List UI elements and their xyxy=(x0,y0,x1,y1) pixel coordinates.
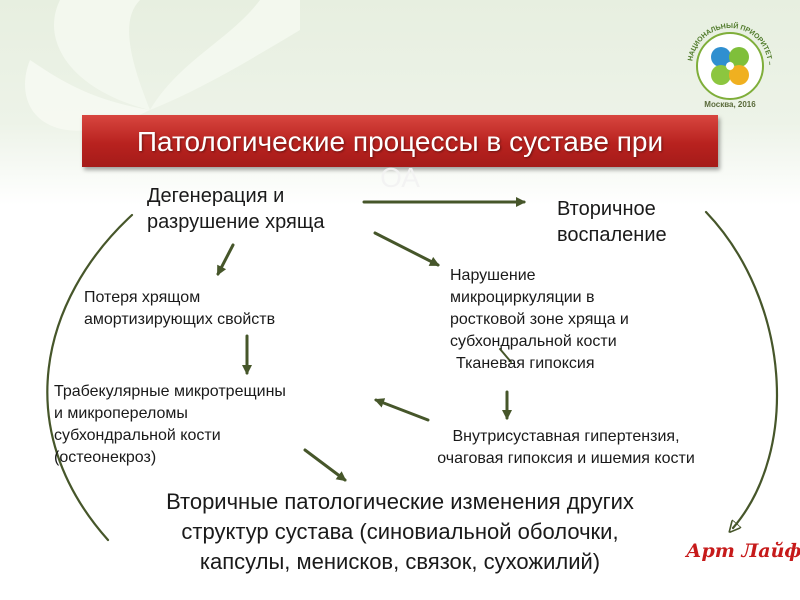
node-degeneration-line2: разрушение хряща xyxy=(147,211,325,233)
page-title: Патологические процессы в суставе при xyxy=(136,126,664,157)
node-secondary-inflammation-line1: Вторичное xyxy=(557,198,656,220)
node-degeneration-line1: Дегенерация и xyxy=(147,185,285,207)
node-microcirculation-line1: Нарушение xyxy=(450,267,536,284)
node-loss-line2: амортизирующих свойств xyxy=(84,311,276,328)
node-secondary-changes: Вторичные патологические изменения други… xyxy=(120,487,680,577)
national-priority-emblem: НАЦИОНАЛЬНЫЙ ПРИОРИТЕТ – ЗДОРОВЬЕ! xyxy=(680,8,773,100)
node-intraarticular-hypertension: Внутрисуставная гипертензия, очаговая ги… xyxy=(388,426,744,470)
node-secondary-inflammation: Вторичное воспаление xyxy=(557,196,667,248)
arrow-degeneration-to-loss xyxy=(216,243,235,276)
node-secondary-changes-line3: капсулы, менисков, связок, сухожилий) xyxy=(199,549,601,574)
title-banner xyxy=(82,115,718,167)
node-trabecular-line4: (остеонекроз) xyxy=(54,449,157,466)
node-trabecular-line2: и микропереломы xyxy=(54,405,188,422)
node-secondary-changes-line1: Вторичные патологические изменения други… xyxy=(166,489,634,514)
arrow-trabecular-to-secondary-changes xyxy=(303,448,347,482)
clover-icon xyxy=(711,47,749,85)
node-secondary-changes-line2: структур сустава (синовиальной оболочки, xyxy=(181,519,619,544)
page-title-continuation: ОА xyxy=(380,162,420,193)
art-life-logo: Арт Лайф xyxy=(686,540,800,562)
node-microcirculation-line2: микроциркуляции в xyxy=(450,289,595,306)
node-hypertension-line2: очаговая гипоксия и ишемия кости xyxy=(437,450,695,467)
node-microcirculation-line3: ростковой зоне хряща и xyxy=(450,311,629,328)
node-microcirculation-line4: субхондральной кости xyxy=(450,333,617,350)
node-microcirculation: Нарушение микроциркуляции в ростковой зо… xyxy=(450,265,629,375)
arrow-degeneration-to-microcirculation xyxy=(373,231,440,267)
clover-watermark xyxy=(25,0,300,131)
node-hypertension-line1: Внутрисуставная гипертензия, xyxy=(452,428,680,445)
node-trabecular-line3: субхондральной кости xyxy=(54,427,221,444)
arrow-inflammation-to-secondary-changes xyxy=(704,210,779,528)
node-trabecular-line1: Трабекулярные микротрещины xyxy=(54,383,286,400)
node-loss-line1: Потеря хрящом xyxy=(84,289,201,306)
emblem-caption: Москва, 2016 xyxy=(704,100,756,109)
arrow-hypertension-to-trabecular xyxy=(374,398,430,422)
arrow-feedback-left xyxy=(46,213,134,542)
arrow-tissue-hypoxia-tick xyxy=(499,348,512,363)
node-degeneration: Дегенерация и разрушение хряща xyxy=(147,183,324,235)
node-trabecular-fractures: Трабекулярные микротрещины и микроперело… xyxy=(54,381,286,469)
node-tissue-hypoxia: Тканевая гипоксия xyxy=(456,355,595,372)
node-loss-of-cushioning: Потеря хрящом амортизирующих свойств xyxy=(84,287,275,331)
node-secondary-inflammation-line2: воспаление xyxy=(557,224,667,246)
